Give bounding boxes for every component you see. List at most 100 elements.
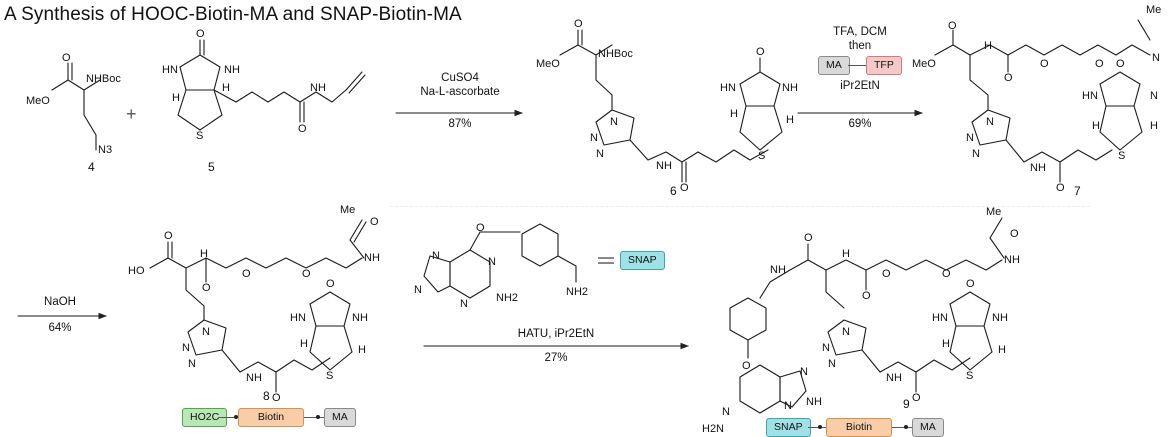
atom-n-snap-c: N (414, 284, 422, 296)
atom-nh2-snap-a: NH2 (496, 292, 519, 304)
atom-o-7d: O (1095, 58, 1104, 70)
tag-ma-8: MA (324, 408, 356, 427)
atom-nh-5: NH (224, 64, 240, 76)
atom-n-6b: N (590, 132, 598, 144)
structure-compound-7 (934, 19, 1151, 183)
tag-tfp-reagent: TFP (866, 56, 902, 75)
step1-yield: 87% (448, 118, 472, 130)
atom-me-8: Me (340, 204, 356, 216)
atom-hn-6: HN (720, 82, 736, 94)
atom-h2n-9: H2N (702, 423, 725, 435)
atom-meo-4: MeO (26, 95, 50, 107)
link-hooc-biotin (218, 417, 238, 418)
compound-number-4: 4 (88, 160, 95, 174)
structure-compound-8 (149, 219, 367, 393)
link-ma-tfp (848, 65, 868, 66)
atom-o-7f: O (1116, 58, 1125, 70)
atom-n-7c: N (972, 148, 980, 160)
atom-o-8d: O (302, 268, 311, 280)
atom-o-9c: O (882, 268, 891, 280)
step2-yield: 69% (848, 118, 872, 130)
atom-hn-8: HN (290, 312, 306, 324)
atom-s-9: S (966, 370, 974, 382)
structure-compound-5 (177, 39, 366, 131)
atom-hn-7: HN (1082, 90, 1098, 102)
step2-reagent-2: then (848, 40, 872, 52)
tag-biotin-9: Biotin (826, 418, 892, 437)
atom-n-8a: N (202, 326, 210, 338)
step4-reagent: HATU, iPr2EtN (517, 328, 595, 340)
atom-s-8: S (326, 370, 334, 382)
tag-ma-reagent: MA (818, 56, 850, 75)
atom-o-9f: O (912, 392, 921, 404)
atom-n-7: N (1152, 52, 1160, 64)
atom-s-5: S (196, 130, 204, 142)
atom-o-7b: O (1004, 72, 1013, 84)
atom-nh2-snap-b: NH2 (566, 286, 589, 298)
equals-bar-bottom (598, 262, 614, 264)
atom-h-8b: H (300, 338, 308, 350)
atom-n-6c: N (596, 148, 604, 160)
atom-n-snap-d: N (460, 298, 468, 310)
atom-h-9: H (842, 248, 850, 260)
atom-o-7e: O (1056, 182, 1065, 194)
atom-nhboc-6: NHBoc (598, 48, 633, 60)
atom-n-6a: N (610, 116, 618, 128)
atom-meo-7: MeO (912, 58, 936, 70)
compound-number-5: 5 (208, 160, 215, 174)
atom-o-6: O (574, 18, 583, 30)
atom-o-8c: O (242, 268, 251, 280)
step3-yield: 64% (48, 322, 72, 334)
step2-reagent-1: TFA, DCM (833, 26, 887, 38)
atom-o-9g: O (966, 278, 975, 290)
atom-h-7b: H (1092, 120, 1100, 132)
tag-ma-9: MA (912, 418, 944, 437)
link-dot-8a (234, 415, 238, 419)
atom-h-7c: H (1150, 120, 1158, 132)
compound-number-8: 8 (263, 389, 270, 403)
atom-o-8b: O (202, 282, 211, 294)
atom-hn-9: HN (932, 312, 948, 324)
atom-ho-8: HO (128, 265, 145, 277)
tag-snap-reagent: SNAP (620, 251, 665, 270)
atom-h-8c: H (358, 344, 366, 356)
atom-n-9d: N (800, 366, 808, 378)
compound-number-6: 6 (670, 184, 677, 198)
atom-o-9h: O (742, 360, 751, 372)
atom-n-9c: N (828, 358, 836, 370)
link-snap-biotin (808, 427, 826, 428)
link-dot-9a (818, 425, 822, 429)
atom-nh-6b: NH (782, 82, 798, 94)
atom-n3-4: N3 (98, 144, 113, 156)
atom-nh-8: NH (364, 252, 380, 264)
atom-h-5a: H (172, 92, 180, 104)
atom-o-9d: O (942, 268, 951, 280)
plus-sign: + (126, 104, 137, 124)
atom-nh-7: NH (1030, 162, 1046, 174)
tag-hooc-8: HO2C (182, 408, 228, 427)
atom-o-7c: O (1040, 58, 1049, 70)
step4-yield: 27% (544, 352, 568, 364)
step2-reagent-3: iPr2EtN (840, 80, 880, 92)
atom-meo-6: MeO (536, 58, 560, 70)
atom-o-snap: O (476, 222, 485, 234)
atom-n-9f: N (722, 406, 730, 418)
structure-compound-9 (729, 217, 1005, 414)
structure-snap (423, 223, 577, 299)
atom-h-9c: H (998, 344, 1006, 356)
step1-reagent-1: CuSO4 (441, 72, 479, 84)
atom-n-7a: N (986, 116, 994, 128)
atom-o-9b: O (862, 290, 871, 302)
atom-n-9e: N (784, 400, 792, 412)
compound-number-7: 7 (1074, 184, 1081, 198)
atom-o-6c: O (756, 46, 765, 58)
structure-compound-4 (51, 62, 101, 151)
atom-o-8g: O (326, 278, 335, 290)
atom-h-8: H (200, 248, 208, 260)
link-dot-8b (316, 415, 320, 419)
atom-me-7: Me (1146, 4, 1162, 16)
atom-nh-5b: NH (310, 82, 326, 94)
structure-compound-6 (559, 29, 783, 183)
atom-n-snap-a: N (432, 250, 440, 262)
